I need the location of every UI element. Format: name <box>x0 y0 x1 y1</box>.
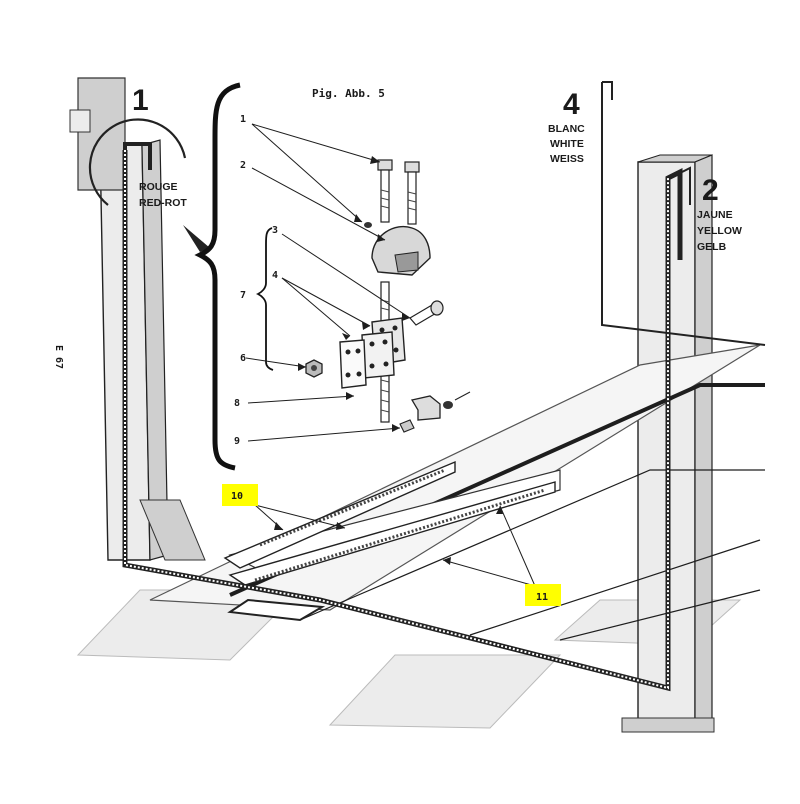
runway-rail-3 <box>469 539 761 636</box>
floor-plate-center <box>328 654 562 729</box>
figure-title: Pig. Abb. 5 <box>312 87 385 100</box>
exploded-brace <box>194 82 241 471</box>
bolt-pair <box>377 159 420 225</box>
cable-white-hook <box>602 81 613 100</box>
cable-channel-upper-hatch <box>259 468 446 547</box>
cable-4-label-line2: WHITE <box>550 138 584 150</box>
cable-4-number: 4 <box>563 88 580 121</box>
small-washer <box>364 222 372 228</box>
leader-arrowheads <box>274 156 503 565</box>
part-label-8: 8 <box>234 398 240 409</box>
part-label-2: 2 <box>240 160 246 171</box>
cable-1-circle <box>88 118 187 206</box>
left-column-base <box>139 499 206 561</box>
cable-white-path <box>601 82 766 346</box>
red-leader-arrow <box>183 225 210 252</box>
part-label-9: 9 <box>234 436 240 447</box>
cable-4-label-line3: WEISS <box>550 153 584 165</box>
cable-2-label-line3: GELB <box>697 241 727 253</box>
clamp-plates <box>339 317 406 389</box>
part-label-4: 4 <box>272 270 278 281</box>
right-column-foot <box>621 717 715 733</box>
cable-4-label-line1: BLANC <box>548 123 585 135</box>
part-label-6: 6 <box>240 353 246 364</box>
lift-structure <box>69 77 765 733</box>
angle-bracket <box>399 391 471 433</box>
cable-2-label-line1: JAUNE <box>697 209 733 221</box>
cable-top-hook <box>123 142 152 170</box>
callout-11-label: 11 <box>536 592 548 603</box>
part-label-7: 7 <box>240 290 246 301</box>
cable-1-label-line2: RED-ROT <box>139 197 187 209</box>
cable-cap <box>371 225 431 276</box>
cable-red-path-inner <box>124 150 669 690</box>
cable-loop <box>122 81 766 692</box>
cable-2-label-line2: YELLOW <box>697 225 742 237</box>
part-label-3: 3 <box>272 225 278 236</box>
left-column-motor <box>77 77 126 191</box>
cable-1-label-line1: ROUGE <box>139 181 178 193</box>
runway-front <box>228 469 561 571</box>
group-7-brace <box>255 227 274 371</box>
side-screw <box>409 300 444 326</box>
cable-1-number: 1 <box>132 84 149 117</box>
leader-lines <box>245 123 536 587</box>
runway-rail-4 <box>559 589 761 641</box>
cable-channel-lower-hatch <box>254 488 546 582</box>
runway-rail-2 <box>299 469 765 621</box>
left-motor-box <box>69 109 91 133</box>
cable-yellow-hook <box>681 166 691 205</box>
part-label-1: 1 <box>240 114 246 125</box>
callout-10-highlight <box>222 484 258 506</box>
callout-10-label: 10 <box>231 491 243 502</box>
callout-11-highlight <box>525 584 561 606</box>
cable-2-number: 2 <box>702 174 719 207</box>
cable-channel-lower <box>228 481 556 586</box>
floor-slot <box>227 598 326 622</box>
side-code: E 67 <box>53 345 64 369</box>
hex-nut <box>305 359 323 378</box>
exploded-parts <box>194 82 471 471</box>
